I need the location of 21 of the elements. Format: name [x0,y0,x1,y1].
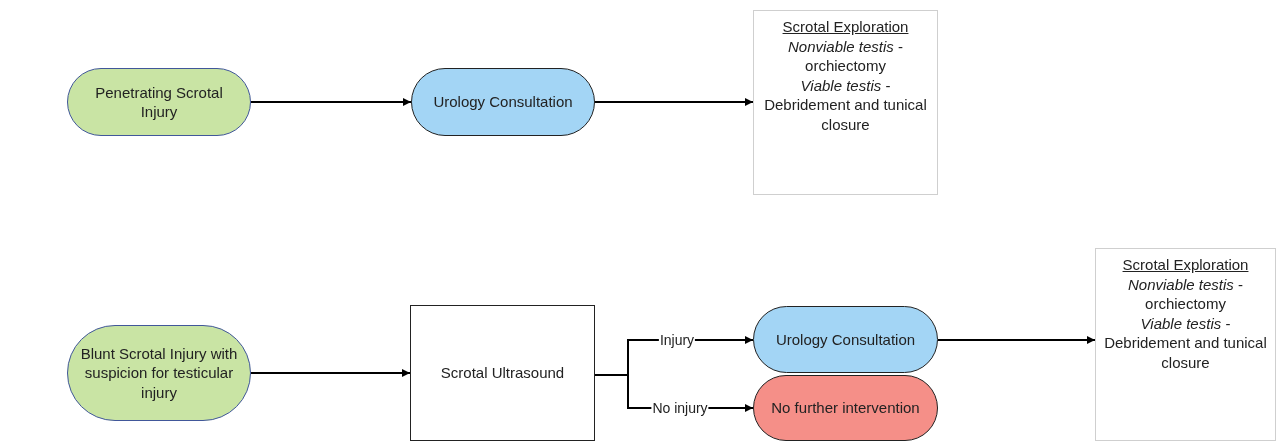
node-label: Urology Consultation [775,329,916,350]
node-label: Penetrating Scrotal Injury [94,82,224,122]
outcome-box [753,10,938,195]
note-text: Nonviable testis - orchiectomy [786,36,905,76]
node-label: Blunt Scrotal Injury with suspicion for testicular injury [79,343,239,403]
note-text: Nonviable testis - orchiectomy [1126,274,1245,314]
node-label: No further intervention [771,398,920,418]
note-text: Viable testis - Debridement and tunical closure [1104,313,1267,372]
node-label: Urology Consultation [433,92,573,112]
note-text: Viable testis - Debridement and tunical closure [763,75,928,134]
heading: Scrotal Exploration [1122,255,1249,275]
arrow [250,369,411,377]
edge-label: Injury [658,332,696,348]
node-label: Scrotal Ultrasound [440,363,565,383]
arrow [937,336,1096,344]
arrow [250,98,412,106]
process-box [410,305,595,441]
heading: Scrotal Exploration [782,17,909,37]
edge-label: No injury [651,400,709,416]
outcome-box [1095,248,1276,441]
arrow [594,98,754,106]
